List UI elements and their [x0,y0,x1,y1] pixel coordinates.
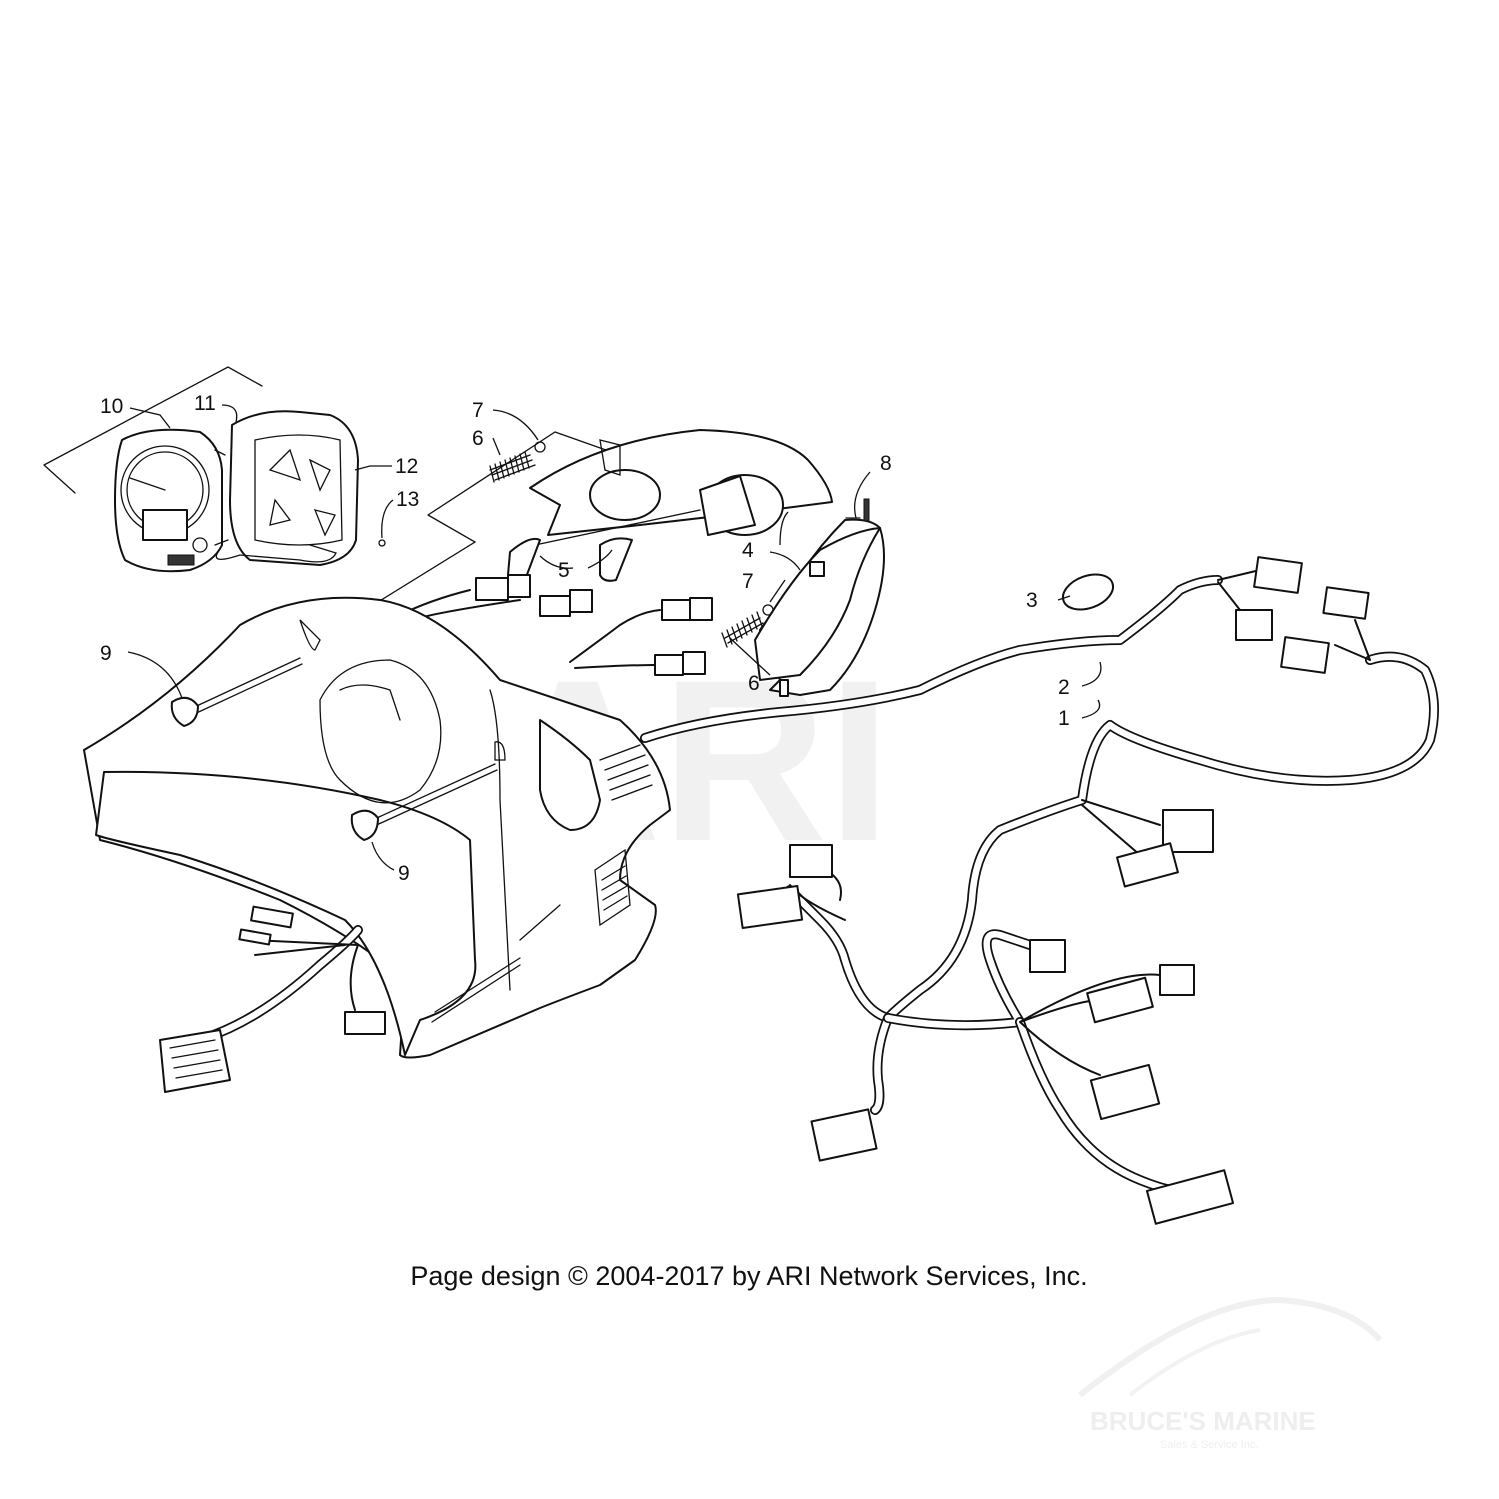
callout-13: 13 [396,488,419,511]
callout-11: 11 [194,392,216,415]
headlight-connectors [399,574,713,676]
callout-3: 3 [1026,589,1038,612]
main-harness [640,556,1439,1023]
callout-10: 10 [100,395,123,418]
dealer-logo-name: BRUCE'S MARINE [1090,1406,1316,1436]
callout-7-lower: 7 [742,570,754,593]
headlight-assembly [377,409,885,697]
callouts: 10 11 12 13 7 6 5 8 4 7 6 9 9 3 2 1 [100,392,1070,885]
callout-8: 8 [880,452,892,475]
dealer-logo: BRUCE'S MARINE Sales & Service Inc. [1078,1296,1383,1451]
dashboard-hood [83,596,671,1059]
callout-12: 12 [395,455,418,478]
spring-lower [721,604,789,697]
lower-harness [736,844,1235,1225]
callout-6-top: 6 [472,427,484,450]
callout-9-top: 9 [100,642,112,665]
dealer-logo-tagline: Sales & Service Inc. [1160,1439,1258,1451]
copyright-credit: Page design © 2004-2017 by ARI Network S… [410,1261,1087,1291]
callout-2: 2 [1058,676,1070,699]
callout-9-lower: 9 [398,862,410,885]
spring-top [489,441,546,483]
instrument-cluster [43,366,394,573]
callout-5: 5 [558,559,570,582]
callout-7-top: 7 [472,399,484,422]
callout-1: 1 [1058,707,1070,730]
left-harness [159,905,386,1093]
callout-6-lower: 6 [748,672,760,695]
callout-4: 4 [742,539,754,562]
